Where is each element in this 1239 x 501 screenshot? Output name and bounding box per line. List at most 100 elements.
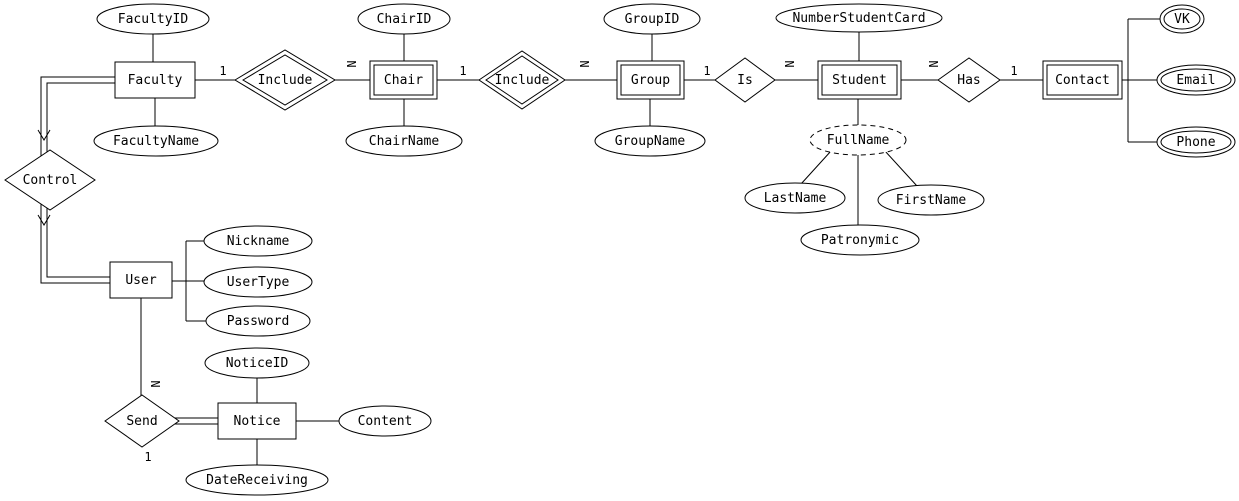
attribute-groupid[interactable]: GroupID — [603, 3, 701, 35]
attribute-label-vk: VK — [1174, 12, 1190, 27]
relationship-label-is: Is — [737, 73, 753, 88]
attribute-label-noticeid: NoticeID — [226, 356, 289, 371]
attribute-label-facultyname: FacultyName — [113, 134, 199, 149]
attribute-label-phone: Phone — [1176, 135, 1215, 150]
attribute-password[interactable]: Password — [205, 305, 311, 337]
attribute-label-email: Email — [1176, 73, 1215, 88]
entity-box-group — [616, 60, 685, 100]
attribute-patronymic[interactable]: Patronymic — [800, 224, 920, 256]
relationship-label-include-chair-group: Include — [495, 73, 550, 88]
cardinality-label: N — [782, 60, 796, 67]
cardinality-label: 1 — [144, 450, 151, 464]
entity-faculty[interactable]: Faculty — [114, 61, 196, 99]
relationship-label-send: Send — [126, 414, 157, 429]
entity-label-group: Group — [631, 73, 670, 88]
relationship-include-chair-group[interactable]: Include — [478, 50, 566, 110]
relationship-diamond-include-faculty-chair — [234, 49, 336, 111]
relationship-diamond-control — [4, 149, 96, 211]
attribute-ellipse-datereceiving — [185, 464, 329, 496]
relationship-control[interactable]: Control — [4, 149, 96, 211]
edge-faculty-control-inner — [46, 82, 115, 152]
attribute-label-usertype: UserType — [227, 275, 290, 290]
attribute-label-chairid: ChairID — [377, 12, 432, 27]
attribute-label-datereceiving: DateReceiving — [206, 473, 308, 488]
entity-contact[interactable]: Contact — [1042, 60, 1123, 100]
entity-box-faculty — [114, 61, 196, 99]
attribute-label-firstname: FirstName — [896, 193, 967, 208]
attribute-ellipse-inner-vk — [1163, 8, 1201, 30]
entity-group[interactable]: Group — [616, 60, 685, 100]
attribute-facultyid[interactable]: FacultyID — [96, 3, 210, 35]
attribute-ellipse-groupid — [603, 3, 701, 35]
arrowhead-control-to-user — [37, 214, 51, 226]
entity-chair[interactable]: Chair — [369, 60, 438, 100]
attribute-label-groupid: GroupID — [625, 12, 680, 27]
cardinality-label: N — [577, 60, 591, 67]
entity-box-notice — [217, 402, 297, 440]
entity-box-inner-contact — [1046, 64, 1119, 96]
edge-control-user-outer — [40, 204, 110, 284]
attribute-chairname[interactable]: ChairName — [345, 125, 463, 157]
cardinality-label: N — [148, 380, 162, 387]
attribute-lastname[interactable]: LastName — [744, 182, 846, 214]
relationship-label-include-faculty-chair: Include — [258, 73, 313, 88]
attribute-ellipse-facultyname — [93, 125, 219, 157]
entity-student[interactable]: Student — [817, 60, 902, 100]
entity-label-contact: Contact — [1055, 73, 1110, 88]
attribute-numberstudentcard[interactable]: NumberStudentCard — [775, 3, 943, 33]
attribute-nickname[interactable]: Nickname — [203, 225, 313, 257]
attribute-fullname[interactable]: FullName — [809, 124, 907, 156]
attribute-ellipse-firstname — [877, 184, 985, 216]
attribute-ellipse-usertype — [203, 266, 313, 298]
attribute-noticeid[interactable]: NoticeID — [204, 347, 310, 379]
attribute-label-fullname: FullName — [827, 133, 890, 148]
entity-notice[interactable]: Notice — [217, 402, 297, 440]
cardinality-label: N — [344, 60, 358, 67]
entity-box-user — [109, 261, 173, 299]
attribute-ellipse-chairname — [345, 125, 463, 157]
edge-control-user-inner — [46, 208, 110, 278]
attribute-ellipse-content — [338, 405, 432, 437]
relationship-label-control: Control — [23, 173, 78, 188]
relationship-diamond-is — [714, 57, 776, 103]
relationship-has[interactable]: Has — [937, 57, 1001, 103]
entity-label-faculty: Faculty — [128, 73, 183, 88]
cardinality-label: 1 — [459, 64, 466, 78]
relationship-label-has: Has — [957, 73, 980, 88]
attribute-ellipse-email — [1156, 64, 1236, 96]
attribute-ellipse-noticeid — [204, 347, 310, 379]
attribute-vk[interactable]: VK — [1159, 4, 1205, 34]
attribute-ellipse-password — [205, 305, 311, 337]
relationship-is[interactable]: Is — [714, 57, 776, 103]
relationship-include-faculty-chair[interactable]: Include — [234, 49, 336, 111]
cardinality-label: 1 — [1010, 64, 1017, 78]
attribute-label-password: Password — [227, 314, 290, 329]
attribute-phone[interactable]: Phone — [1156, 126, 1236, 158]
relationship-diamond-include-chair-group — [478, 50, 566, 110]
attribute-content[interactable]: Content — [338, 405, 432, 437]
attribute-firstname[interactable]: FirstName — [877, 184, 985, 216]
relationship-diamond-has — [937, 57, 1001, 103]
entity-user[interactable]: User — [109, 261, 173, 299]
attribute-datereceiving[interactable]: DateReceiving — [185, 464, 329, 496]
entity-box-inner-group — [620, 64, 681, 96]
entity-box-inner-chair — [373, 64, 434, 96]
entity-box-contact — [1042, 60, 1123, 100]
attribute-facultyname[interactable]: FacultyName — [93, 125, 219, 157]
attribute-chairid[interactable]: ChairID — [357, 3, 451, 35]
entity-label-chair: Chair — [384, 73, 423, 88]
entity-label-user: User — [125, 273, 156, 288]
edge-fullname-lastname — [800, 150, 832, 185]
attribute-label-numberstudentcard: NumberStudentCard — [792, 11, 925, 26]
relationship-send[interactable]: Send — [104, 394, 180, 448]
attribute-usertype[interactable]: UserType — [203, 266, 313, 298]
cardinality-label: N — [926, 60, 940, 67]
attribute-label-chairname: ChairName — [369, 134, 440, 149]
arrowhead-faculty-to-control — [37, 129, 51, 141]
attribute-ellipse-nickname — [203, 225, 313, 257]
cardinality-label: 1 — [703, 64, 710, 78]
attribute-groupname[interactable]: GroupName — [594, 125, 706, 157]
attribute-email[interactable]: Email — [1156, 64, 1236, 96]
